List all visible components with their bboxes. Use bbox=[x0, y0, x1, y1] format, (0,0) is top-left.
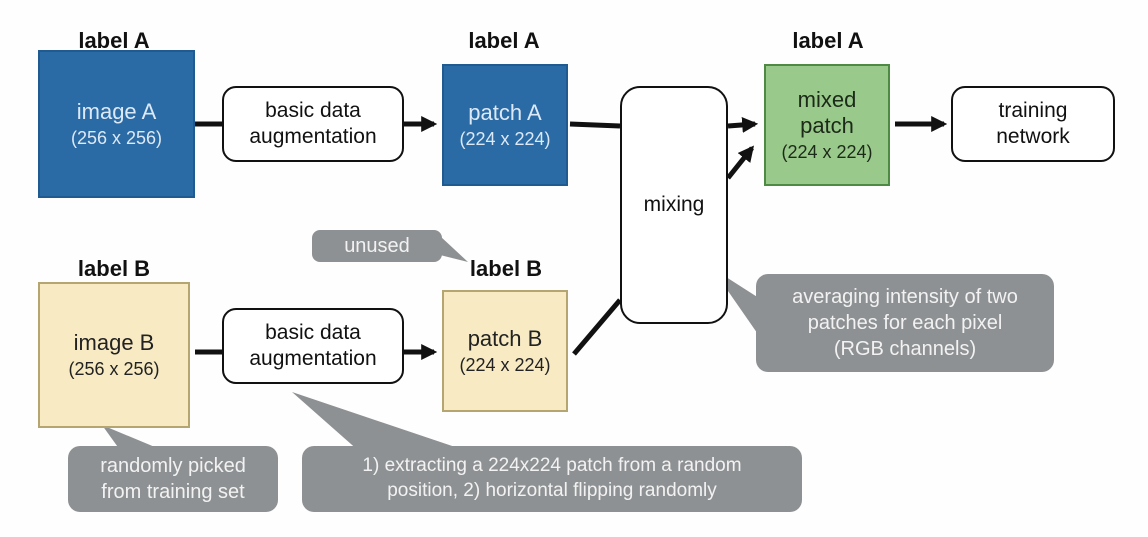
callout-augmentation-text: 1) extracting a 224x224 patch from a ran… bbox=[302, 446, 802, 512]
mixed-patch-line2: patch bbox=[800, 112, 854, 138]
label-mixed-patch: label A bbox=[792, 28, 864, 53]
training-network-box: training network bbox=[951, 86, 1115, 162]
callout-unused-shape bbox=[312, 230, 468, 262]
image-b-name: image B bbox=[73, 329, 155, 355]
callout-augmentation-line2: position, 2) horizontal flipping randoml… bbox=[387, 480, 717, 501]
mixing-box: mixing bbox=[620, 86, 728, 324]
patch-a-size: (224 x 224) bbox=[459, 129, 551, 150]
label-patch-b: label B bbox=[469, 256, 543, 281]
augmentation-a-line1: basic data bbox=[265, 98, 361, 122]
arrow-patchB-to-mixing bbox=[572, 298, 622, 356]
augmentation-a-box: basic data augmentation bbox=[222, 86, 404, 162]
augmentation-a-line2: augmentation bbox=[249, 125, 377, 148]
image-a-name: image A bbox=[76, 98, 157, 124]
mixed-patch-box: mixed patch (224 x 224) bbox=[764, 64, 890, 186]
training-line2: network bbox=[996, 125, 1070, 148]
image-b-box: image B (256 x 256) bbox=[38, 282, 190, 428]
training-line1: training bbox=[998, 98, 1068, 122]
augmentation-b-line2: augmentation bbox=[249, 347, 377, 370]
callout-random-pick-shape bbox=[68, 425, 278, 512]
label-image-b: label B bbox=[77, 256, 151, 281]
callout-random-pick-line1: randomly picked bbox=[100, 455, 246, 477]
label-patch-a: label A bbox=[468, 28, 540, 53]
image-b-size: (256 x 256) bbox=[68, 359, 160, 380]
callout-unused-text: unused bbox=[344, 235, 410, 257]
callout-averaging-line1: averaging intensity of two bbox=[792, 286, 1018, 308]
callout-augmentation-line1: 1) extracting a 224x224 patch from a ran… bbox=[362, 455, 742, 477]
arrow-patchA-to-mixing bbox=[569, 121, 621, 129]
callout-averaging-text: averaging intensity of two patches for e… bbox=[756, 274, 1054, 372]
patch-a-name: patch A bbox=[468, 99, 542, 125]
callout-averaging-line2: patches for each pixel bbox=[807, 312, 1003, 334]
arrow-mixing-to-mixed-2 bbox=[726, 145, 754, 180]
patch-b-box: patch B (224 x 224) bbox=[442, 290, 568, 412]
callout-averaging-line3: (RGB channels) bbox=[833, 338, 977, 360]
label-image-a: label A bbox=[78, 28, 150, 53]
callout-augmentation-shape bbox=[292, 392, 802, 512]
patch-b-size: (224 x 224) bbox=[459, 355, 551, 376]
patch-b-name: patch B bbox=[467, 325, 543, 351]
image-a-size: (256 x 256) bbox=[70, 128, 163, 149]
callout-random-pick-text: randomly picked from training set bbox=[68, 446, 278, 512]
augmentation-b-box: basic data augmentation bbox=[222, 308, 404, 384]
image-a-box: image A (256 x 256) bbox=[38, 50, 195, 198]
mixing-label: mixing bbox=[643, 192, 705, 216]
arrow-mixing-to-mixed-1 bbox=[727, 116, 759, 133]
callout-random-pick-line2: from training set bbox=[101, 481, 245, 503]
mixed-patch-line1: mixed bbox=[797, 87, 857, 113]
mixed-patch-size: (224 x 224) bbox=[781, 141, 873, 162]
patch-a-box: patch A (224 x 224) bbox=[442, 64, 568, 186]
augmentation-b-line1: basic data bbox=[265, 320, 361, 344]
